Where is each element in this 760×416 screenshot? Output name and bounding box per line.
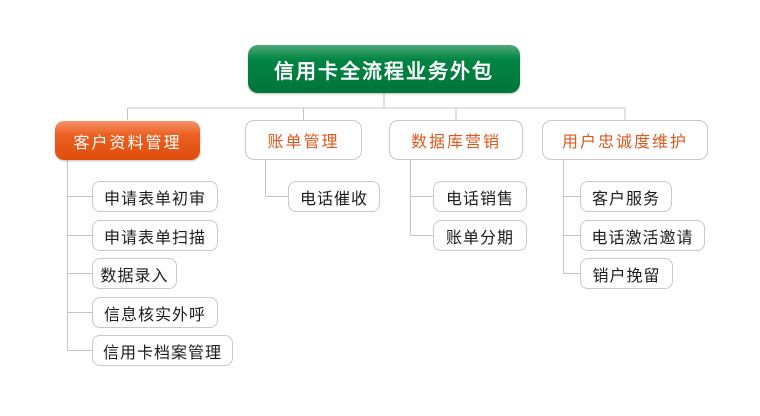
branch-node-customer-data-management: 客户资料管理 <box>55 121 200 160</box>
leaf-node: 客户服务 <box>580 181 672 212</box>
root-node: 信用卡全流程业务外包 <box>248 45 520 93</box>
leaf-node: 电话销售 <box>433 181 527 212</box>
connector-branch1-children <box>67 160 92 351</box>
connector-branch2-children <box>265 160 288 197</box>
branch-node-database-marketing: 数据库营销 <box>389 120 523 160</box>
connector-root-to-branches <box>127 93 626 120</box>
leaf-node: 信用卡档案管理 <box>92 335 233 366</box>
leaf-node: 账单分期 <box>433 220 527 251</box>
leaf-node: 申请表单初审 <box>92 181 218 212</box>
leaf-node: 申请表单扫描 <box>92 220 218 251</box>
leaf-node: 销户挽留 <box>580 258 673 289</box>
connector-branch3-children <box>410 160 433 236</box>
branch-node-billing-management: 账单管理 <box>245 120 362 160</box>
leaf-node: 电话激活邀请 <box>580 220 705 251</box>
connector-branch4-children <box>563 160 580 274</box>
leaf-node: 电话催收 <box>288 181 380 212</box>
leaf-node: 数据录入 <box>92 258 177 289</box>
leaf-node: 信息核实外呼 <box>92 297 218 328</box>
branch-node-loyalty-maintenance: 用户忠诚度维护 <box>542 120 708 160</box>
